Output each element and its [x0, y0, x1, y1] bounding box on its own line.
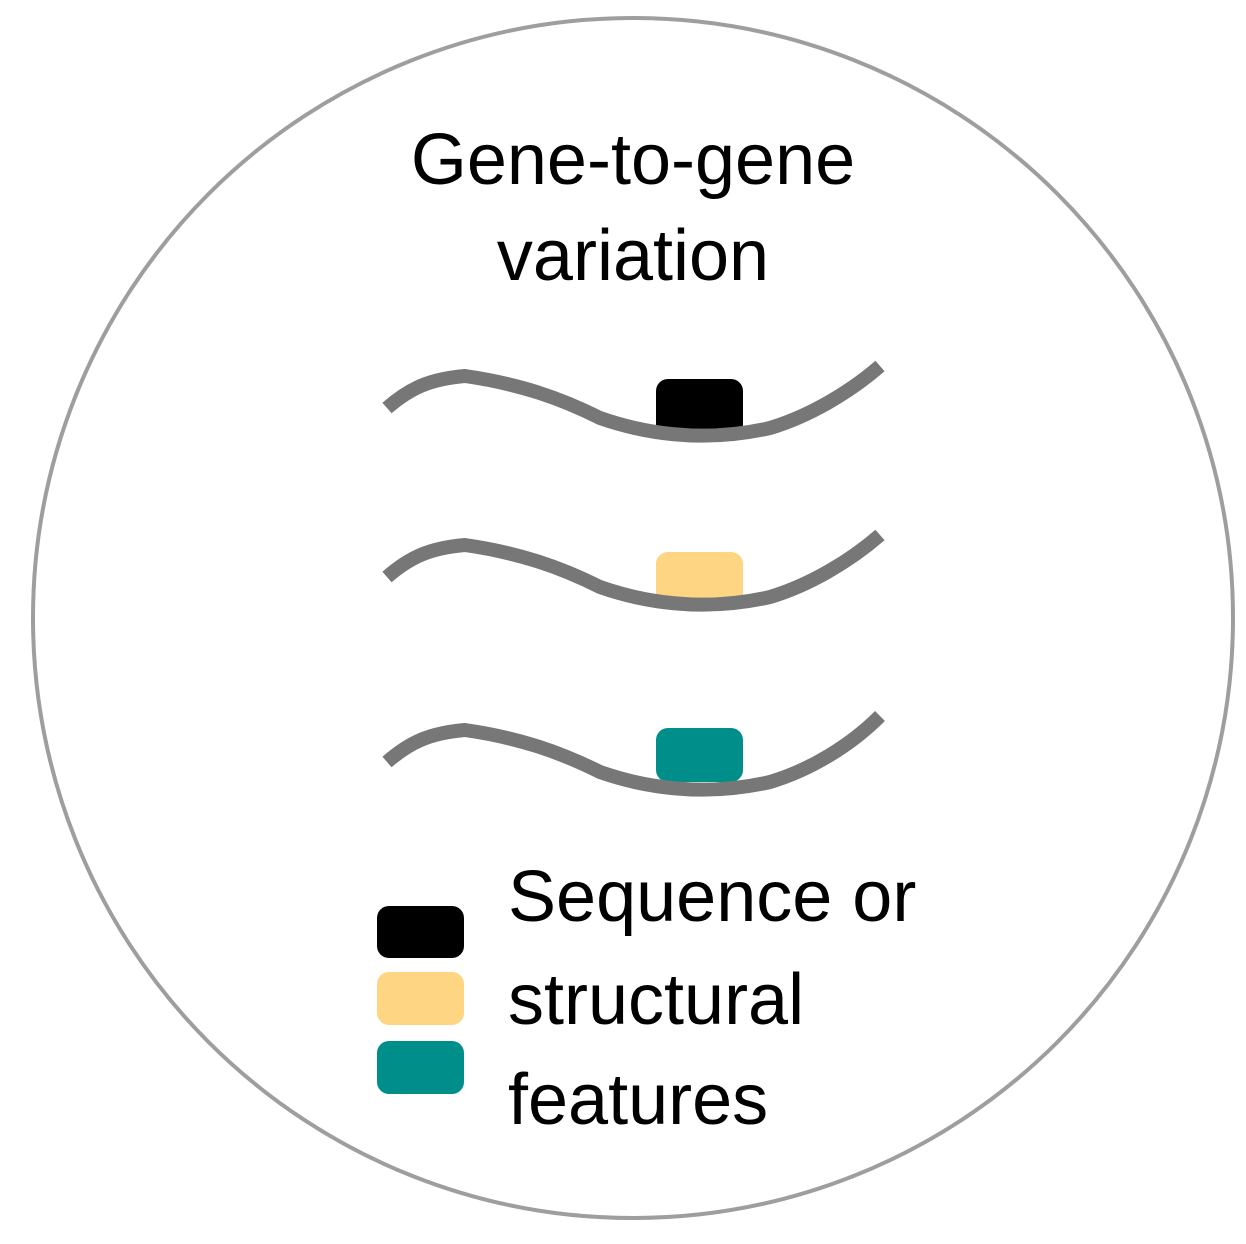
feature-block-teal — [656, 728, 743, 782]
legend-label-line-1: Sequence or — [508, 857, 916, 937]
gene-strand-2 — [382, 529, 885, 612]
strand-line — [382, 711, 885, 797]
gene-strand-1 — [382, 360, 885, 443]
strand-line — [382, 360, 885, 443]
legend-label-line-2: structural — [508, 960, 804, 1040]
title-line-1: Gene-to-gene — [411, 120, 855, 200]
legend-swatch-black — [377, 906, 464, 958]
feature-block-yellow — [656, 552, 743, 607]
gene-strand-3 — [382, 711, 885, 797]
feature-block-black — [656, 379, 743, 437]
legend-swatch-yellow — [377, 972, 464, 1025]
outer-circle — [31, 16, 1235, 1220]
strand-line — [382, 529, 885, 612]
legend-swatch-teal — [377, 1041, 464, 1094]
title-line-2: variation — [497, 216, 769, 296]
legend-label-line-3: features — [508, 1060, 768, 1140]
